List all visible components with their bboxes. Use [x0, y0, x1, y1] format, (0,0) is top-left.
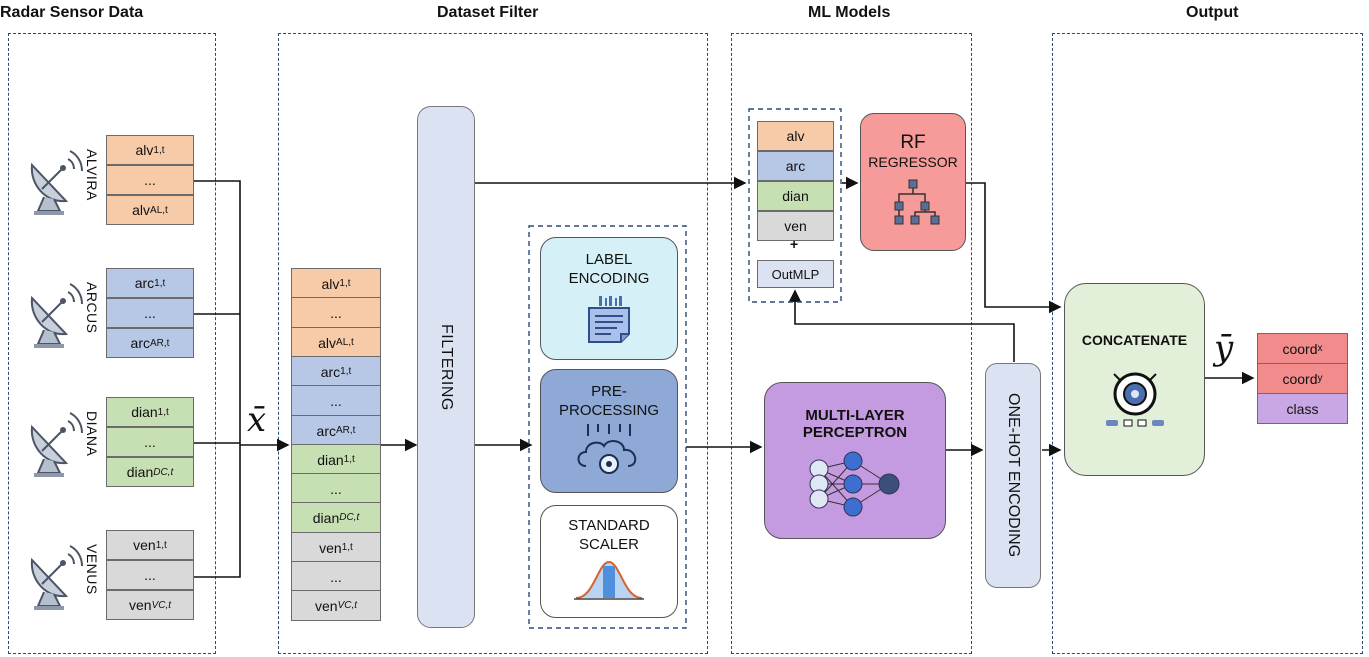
section-title-filter: Dataset Filter: [437, 4, 539, 21]
stack-cell: ...: [291, 473, 381, 504]
model-input-alv: alv: [757, 121, 834, 151]
radar-section-box: [8, 33, 216, 654]
section-title-output: Output: [1186, 4, 1239, 21]
stack-cell: ...: [291, 297, 381, 328]
neural-network-icon: [809, 451, 900, 517]
mlp-block: MULTI-LAYER PERCEPTRON: [764, 382, 946, 539]
pre-processing-block: PRE-PROCESSING: [540, 369, 678, 493]
x-bar-symbol: x̄: [247, 400, 267, 440]
stack-cell: ...: [291, 561, 381, 592]
merge-icon: [1105, 372, 1164, 427]
sensor-name-venus: VENUS: [84, 544, 100, 595]
mlp-label-line2: PERCEPTRON: [802, 424, 908, 441]
sensor-cell: ...: [106, 560, 194, 590]
standard-scaler-block: STANDARD SCALER: [540, 505, 678, 618]
regressor-label: REGRESSOR: [868, 154, 958, 170]
filtering-block: FILTERING: [417, 106, 475, 628]
radar-dish-icon: [30, 150, 83, 215]
sensor-name-arcus: ARCUS: [84, 282, 100, 334]
model-input-arc: arc: [757, 151, 834, 181]
filter-section-box: [278, 33, 708, 654]
plus-sign: +: [790, 236, 799, 252]
output-class: class: [1257, 393, 1348, 424]
rf-label: RF: [900, 132, 926, 153]
mlp-label-line1: MULTI-LAYER: [805, 407, 905, 424]
decision-tree-icon: [894, 179, 940, 225]
sensor-cell: ...: [106, 165, 194, 195]
pre-processing-label: PRE-PROCESSING: [558, 383, 660, 419]
label-encoding-block: LABEL ENCODING: [540, 237, 678, 360]
radar-dish-icon: [30, 545, 83, 610]
concatenate-label: CONCATENATE: [1081, 332, 1188, 348]
radar-dish-icon: [30, 283, 83, 348]
y-bar-symbol: ȳ: [1214, 328, 1234, 368]
concatenate-block: CONCATENATE: [1064, 283, 1205, 476]
output-section-box: [1052, 33, 1363, 654]
radar-dish-icon: [30, 412, 83, 477]
section-title-models: ML Models: [808, 4, 891, 21]
cloud-gear-icon: [577, 424, 637, 474]
rf-regressor-block: RF REGRESSOR: [860, 113, 966, 251]
sensor-cell: ...: [106, 427, 194, 457]
stack-cell: ...: [291, 385, 381, 416]
one-hot-label: ONE-HOT ENCODING: [1005, 393, 1022, 558]
section-title-radar: Radar Sensor Data: [0, 4, 144, 21]
label-encoding-label: LABEL ENCODING: [568, 251, 650, 287]
filtering-label: FILTERING: [438, 323, 455, 411]
sensor-cell: ...: [106, 298, 194, 328]
model-input-ven: ven: [757, 211, 834, 241]
standard-scaler-label: STANDARD SCALER: [568, 517, 650, 553]
sensor-name-alvira: ALVIRA: [84, 149, 100, 201]
document-icon: [588, 296, 630, 343]
bell-curve-icon: [574, 560, 644, 600]
model-input-dian: dian: [757, 181, 834, 211]
one-hot-encoding-block: ONE-HOT ENCODING: [985, 363, 1041, 588]
sensor-name-diana: DIANA: [84, 411, 100, 457]
models-section-box: [731, 33, 972, 654]
outmlp-cell: OutMLP: [757, 260, 834, 288]
